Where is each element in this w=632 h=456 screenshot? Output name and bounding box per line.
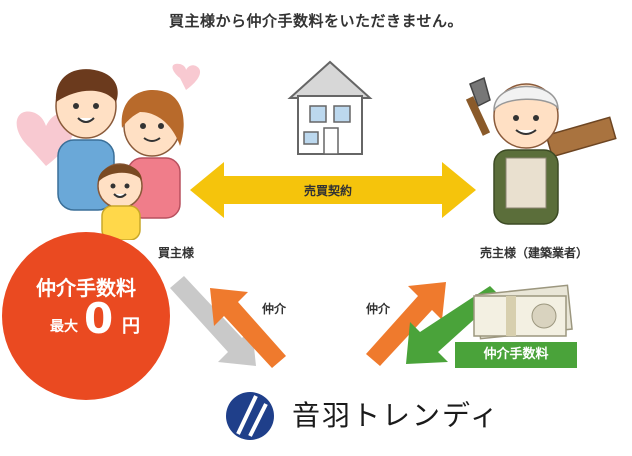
- buyer-label: 買主様: [158, 246, 195, 260]
- fee-badge: 仲介手数料: [455, 342, 577, 368]
- headline: 買主様から仲介手数料をいただきません。: [168, 12, 464, 30]
- brokerage-label-right: 仲介: [366, 302, 391, 316]
- contract-label: 売買契約: [304, 184, 353, 198]
- buyer-family-illustration: [55, 69, 184, 240]
- orange-arrow-icon: [210, 288, 286, 368]
- bubble-max-text: 最大: [50, 319, 78, 335]
- cash-bundle-icon: [473, 284, 573, 340]
- bubble-zero-text: 0: [84, 294, 114, 343]
- company-logo-text: 音羽トレンディ: [292, 399, 501, 432]
- bubble-yen-text: 円: [122, 316, 140, 337]
- seller-builder-illustration: [465, 76, 617, 225]
- house-icon: [287, 60, 373, 155]
- brokerage-label-left: 仲介: [262, 302, 287, 316]
- seller-label: 売主様（建築業者）: [480, 246, 589, 260]
- heart-icon: [172, 63, 201, 90]
- orange-arrow-icon: [366, 282, 446, 366]
- flow-arrows: [170, 276, 446, 368]
- bubble-fee-text: 仲介手数料: [36, 276, 136, 300]
- zero-fee-bubble: 仲介手数料 最大 0 円: [2, 232, 170, 400]
- company-logo-icon: [226, 392, 274, 440]
- contract-double-arrow: [190, 162, 476, 218]
- gray-arrow-icon: [170, 276, 256, 366]
